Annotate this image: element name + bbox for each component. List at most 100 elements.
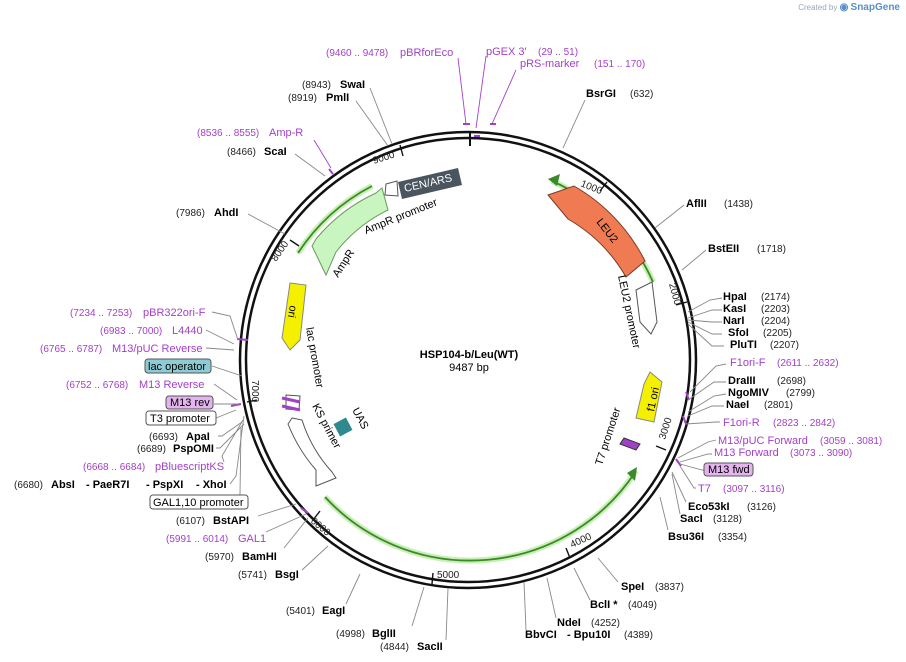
primer-marks <box>230 123 690 514</box>
plasmid-name: HSP104-b/Leu(WT) <box>420 349 519 361</box>
scai-name: ScaI <box>264 146 287 158</box>
pluti-name: PluTI <box>730 339 757 351</box>
m13-forward-range: (3073 .. 3090) <box>790 448 852 459</box>
pbr322ori-f-label: pBR322ori-F <box>143 307 206 319</box>
leu2-promoter-arrow <box>635 281 658 335</box>
bcli-name: BclI * <box>590 599 618 611</box>
m13-puc-reverse-label: M13/pUC Reverse <box>112 343 202 355</box>
bsteii-name: BstEII <box>708 243 739 255</box>
snapgene-logo-icon: ◉ <box>839 2 849 13</box>
m13-fwd-label: M13 fwd <box>708 464 750 476</box>
m13-forward-label: M13 Forward <box>714 447 779 459</box>
draiii-name: DraIII <box>728 375 756 387</box>
spei-name: SpeI <box>621 581 644 593</box>
amp-r-label: Amp-R <box>269 127 303 139</box>
pspxi-name: - PspXI <box>146 479 183 491</box>
kasi-pos: (2203) <box>761 304 790 315</box>
spei-pos: (3837) <box>655 582 684 593</box>
eco53ki-pos: (3126) <box>747 502 776 513</box>
ori-label: ori <box>285 304 299 318</box>
created-by-snapgene: Created by ◉ SnapGene <box>798 2 900 13</box>
leu2-green-arrowhead <box>548 174 560 186</box>
leu2-arrow <box>547 185 646 278</box>
pspomi-pos: (6689) <box>137 444 166 455</box>
ahdi-name: AhdI <box>214 207 238 219</box>
bsgi-pos: (5741) <box>238 570 267 581</box>
pmli-name: PmlI <box>326 92 349 104</box>
pbluescriptks-label: pBluescriptKS <box>155 461 224 473</box>
tick-label-3000: 3000 <box>657 416 674 441</box>
swai-pos: (8943) <box>302 80 331 91</box>
t3-promoter-label: T3 promoter <box>150 413 210 425</box>
sacii-pos: (4844) <box>380 642 409 653</box>
ahdi-pos: (7986) <box>176 208 205 219</box>
gal1-label: GAL1 <box>238 533 266 545</box>
l4440-label: L4440 <box>172 325 203 337</box>
t7-label: T7 <box>698 483 711 495</box>
uas-box <box>333 417 353 437</box>
m13-fwd-box <box>703 462 754 477</box>
sfoi-name: SfoI <box>728 327 749 339</box>
aflii-pos: (1438) <box>724 199 753 210</box>
sacii-name: SacII <box>417 641 443 653</box>
bpu10i-pos: (4389) <box>624 630 653 641</box>
tick-label-2000: 2000 <box>666 282 682 307</box>
saci-name: SacI <box>680 513 703 525</box>
uas-label: UAS <box>349 406 370 432</box>
prs-marker-label: pRS-marker <box>520 58 580 70</box>
m13-rev-label: M13 rev <box>170 397 210 409</box>
naei-name: NaeI <box>726 399 749 411</box>
m13-puc-forward-range: (3059 .. 3081) <box>820 436 882 447</box>
amp-r-range: (8536 .. 8555) <box>197 128 259 139</box>
bsteii-pos: (1718) <box>757 244 786 255</box>
bsgi-name: BsgI <box>275 569 299 581</box>
ori-arrow <box>281 282 307 351</box>
created-by-label: Created by <box>798 3 838 12</box>
f1-ori-arrow <box>635 371 663 423</box>
tick-marks <box>246 144 688 585</box>
gal-green-arc-line <box>324 470 637 562</box>
hpai-pos: (2174) <box>761 292 790 303</box>
t7-promoter-label: T7 promoter <box>593 406 623 467</box>
tick-3000 <box>655 445 667 451</box>
gal-green-arrowhead <box>627 467 637 481</box>
pmli-pos: (8919) <box>288 93 317 104</box>
absi-pos: (6680) <box>14 480 43 491</box>
nari-pos: (2204) <box>761 316 790 327</box>
m13-rev-box <box>165 395 214 410</box>
bstapi-name: BstAPI <box>213 515 249 527</box>
leader-lines <box>205 87 727 641</box>
tick-4000 <box>565 547 571 559</box>
bsu36i-name: Bsu36I <box>668 531 704 543</box>
m13-reverse-label: M13 Reverse <box>139 379 204 391</box>
bsrgi-name: BsrGI <box>586 88 616 100</box>
xhoi-name: - XhoI <box>196 479 227 491</box>
pbluescriptks-range: (6668 .. 6684) <box>83 462 145 473</box>
swai-name: SwaI <box>340 79 365 91</box>
m13-puc-forward-label: M13/pUC Forward <box>718 435 808 447</box>
nari-name: NarI <box>723 315 744 327</box>
ngomiv-name: NgoMIV <box>728 387 770 399</box>
pluti-pos: (2207) <box>770 340 799 351</box>
bamhi-pos: (5970) <box>205 552 234 563</box>
paer7i-name: - PaeR7I <box>86 479 129 491</box>
m13-reverse-range: (6752 .. 6768) <box>66 380 128 391</box>
tick-label-5000: 5000 <box>437 570 460 581</box>
draiii-pos: (2698) <box>777 376 806 387</box>
apai-pos: (6693) <box>149 432 178 443</box>
pspomi-name: PspOMI <box>173 443 214 455</box>
bstapi-pos: (6107) <box>176 516 205 527</box>
l4440-range: (6983 .. 7000) <box>100 326 162 337</box>
t3-promoter-box <box>145 410 217 426</box>
gal1-10-promoter-box <box>149 494 249 510</box>
tick-label-7000: 7000 <box>249 380 260 403</box>
bsrgi-pos: (632) <box>630 89 653 100</box>
tick-9000 <box>399 144 404 157</box>
f1ori-f-range: (2611 .. 2632) <box>777 358 839 369</box>
eco53ki-name: Eco53kI <box>688 501 730 513</box>
lac-promoter-label: lac promoter <box>303 326 325 389</box>
cen-ars-box <box>398 168 462 199</box>
amp-green-arc-line <box>297 185 373 254</box>
f1ori-r-range: (2823 .. 2842) <box>773 418 835 429</box>
